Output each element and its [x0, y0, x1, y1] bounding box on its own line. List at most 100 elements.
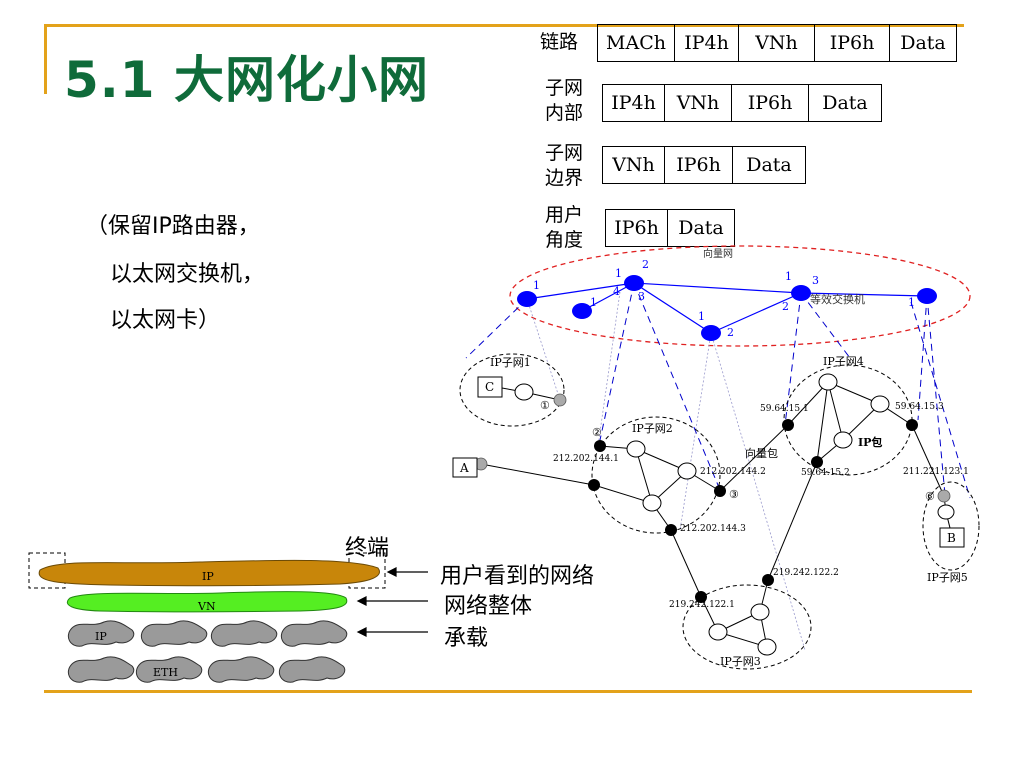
header-field: VNh: [665, 85, 732, 121]
cloud-blob: [278, 656, 346, 683]
address-label: 211.221.123.1: [903, 467, 969, 477]
port-number: 2: [727, 326, 734, 339]
host-a-label: A: [459, 461, 469, 475]
header-field: IP6h: [815, 25, 890, 61]
gateway-node: [594, 440, 606, 452]
note-line-2: 以太网交换机，: [110, 262, 265, 287]
switch-node: [701, 325, 721, 341]
header-table-subnet-edge: VNh IP6h Data: [602, 146, 806, 184]
port-number: 1: [615, 267, 622, 280]
address-label: 59.64.15.2: [801, 468, 850, 478]
header-label-line: 内部: [545, 102, 584, 124]
terminal-label: 终端: [345, 536, 390, 561]
host-b-box: [939, 527, 965, 548]
circled-numbers: ① ② ③ ⑥: [540, 399, 935, 503]
subnet-1-label: IP子网1: [490, 356, 531, 369]
port-number: 1: [698, 310, 705, 323]
layer-arrows: [356, 567, 428, 637]
header-label-subnet-edge: 子网 边界: [545, 141, 583, 191]
circled-number: ⑥: [925, 490, 935, 503]
carrier-eth-label: ETH: [153, 666, 178, 679]
header-field: MACh: [598, 25, 675, 61]
switch-node: [517, 291, 537, 307]
router-node: [870, 395, 890, 413]
arrow-head: [356, 627, 367, 637]
header-table-link: MACh IP4h VNh IP6h Data: [597, 24, 957, 62]
subnet-1-boundary: [459, 353, 565, 427]
note-line-1: （保留IP路由器，: [86, 214, 260, 239]
router-node: [677, 462, 697, 480]
cloud-blob: [67, 620, 135, 647]
port-numbers: 1 2 1 4 3 1 1 2 1 3 2 1: [533, 258, 915, 339]
address-label: 212.202.144.3: [680, 524, 746, 534]
vector-network-ring: [509, 245, 971, 347]
header-field: IP4h: [603, 85, 665, 121]
white-nodes: [514, 373, 955, 656]
port-number: 4: [613, 285, 620, 298]
gateway-node: [906, 419, 918, 431]
subnet-2-label: IP子网2: [632, 422, 673, 435]
address-label: 219.242.122.2: [773, 568, 839, 578]
terminal-box-left: [28, 552, 66, 589]
terminal-box-right: [348, 552, 386, 589]
address-label: 219.242.122.1: [669, 600, 735, 610]
user-view-label: 用户看到的网络: [440, 564, 595, 589]
vector-network-label: 向量网: [703, 247, 733, 260]
header-field: Data: [678, 217, 724, 239]
port-number: 1: [590, 296, 597, 309]
router-node: [937, 504, 955, 520]
port-number: 1: [908, 296, 915, 309]
subnet-labels: IP子网1 IP子网2 IP子网4 IP子网3 IP子网5: [490, 355, 968, 668]
cloud-blob: [135, 656, 203, 683]
header-label-link: 链路: [540, 31, 579, 53]
top-rule: [44, 24, 964, 27]
host-c-box: [477, 376, 503, 398]
vn-layer-shape: [66, 591, 348, 613]
title-left-bar: [44, 24, 47, 94]
header-label-user-view: 用户 角度: [545, 203, 583, 253]
slide-title: 5.1 大网化小网: [64, 51, 429, 109]
router-node: [514, 383, 534, 401]
subnet-4-label: IP子网4: [823, 355, 864, 368]
gateway-nodes: [588, 419, 918, 603]
router-node: [626, 440, 646, 458]
ip-layer-shape: [38, 559, 380, 587]
circled-number: ①: [540, 399, 550, 412]
cloud-blob: [67, 656, 135, 683]
host-c-label: C: [485, 380, 494, 394]
host-a-box: [452, 457, 478, 478]
gateway-node: [762, 574, 774, 586]
port-number: 3: [638, 290, 645, 303]
circled-number: ③: [729, 488, 739, 501]
cloud-blob: [280, 620, 348, 647]
router-node: [818, 373, 838, 391]
router-node: [757, 638, 777, 656]
header-field: VNh: [739, 25, 815, 61]
switch-node: [791, 285, 811, 301]
gateway-node: [695, 591, 707, 603]
header-label-line: 用户: [545, 204, 584, 226]
gray-nics: [474, 393, 951, 503]
header-field: VNh: [603, 147, 665, 183]
carrier-ip-blobs: [67, 620, 348, 683]
gateway-node: [665, 524, 677, 536]
switch-node: [572, 303, 592, 319]
equivalent-switch-label: 等效交换机: [810, 292, 865, 306]
subnet-5-label: IP子网5: [927, 571, 968, 584]
nic-node: [553, 393, 567, 407]
mapping-lines: [465, 282, 971, 499]
header-field: Data: [822, 92, 868, 114]
ip-layer-label: IP: [202, 570, 214, 583]
host-b-label: B: [947, 531, 956, 545]
subnet-2-boundary: [591, 416, 721, 534]
vn-layer-label: VN: [197, 600, 216, 613]
vector-packet-label: 向量包: [745, 446, 778, 460]
header-label-line: 角度: [545, 229, 584, 251]
switch-node: [917, 288, 937, 304]
header-field: IP4h: [675, 25, 739, 61]
circled-number: ②: [592, 426, 602, 439]
header-label-subnet-inner: 子网 内部: [545, 76, 583, 126]
address-label: 59.64.15.1: [760, 404, 809, 414]
